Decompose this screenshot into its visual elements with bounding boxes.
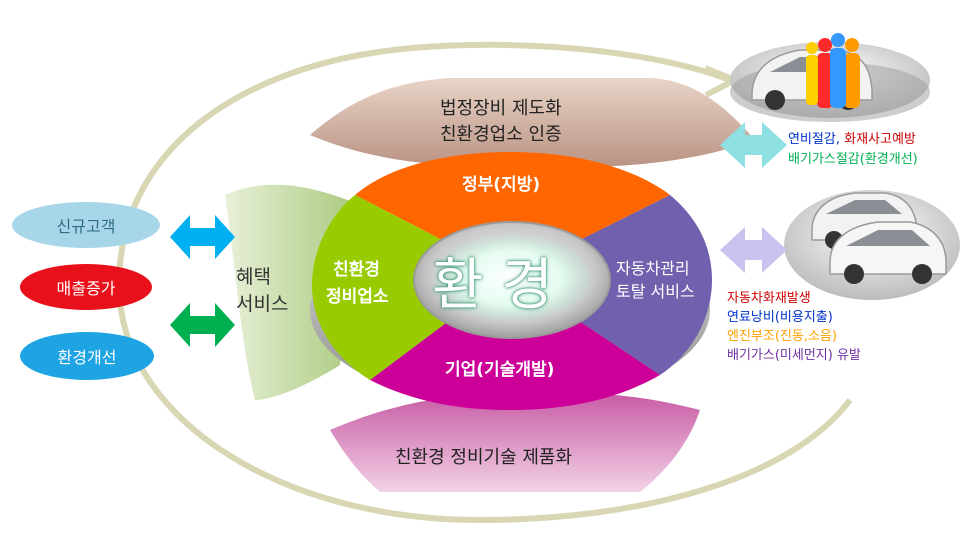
bottom-right-text-4: 배기가스(미세먼지) 유발 <box>727 348 861 363</box>
segment-mgmt-label-1: 자동차관리 <box>616 259 690 278</box>
segment-mgmt <box>510 195 712 375</box>
bottom-right-text-2: 연료낭비(비용지출) <box>727 310 833 325</box>
segment-gov <box>355 152 670 275</box>
central-pie <box>312 152 712 410</box>
top-right-arrow <box>720 122 787 168</box>
person-group-icon <box>806 33 860 108</box>
center-glow <box>430 233 594 323</box>
top-right-text-1: 연비절감, 화재사고예방 <box>788 128 916 147</box>
benefit-arrow-blue <box>170 215 235 259</box>
segment-gov-label: 정부(지방) <box>462 175 541 195</box>
pill-new-customers: 신규고객 <box>12 202 160 248</box>
top-label-line1: 법정장비 제도화 <box>440 98 562 119</box>
top-right-text-2: 배기가스절감(환경개선) <box>788 152 918 167</box>
segment-shop <box>312 195 510 380</box>
fuel-saving-text: 연비절감, <box>788 132 840 147</box>
top-fan-shape <box>310 78 755 168</box>
segment-shop-label-1: 친환경 <box>333 260 380 280</box>
top-label-line2: 친환경업소 인증 <box>440 124 562 145</box>
bottom-right-text-3: 엔진부조(진동,소음) <box>727 329 837 344</box>
bottom-right-arrow <box>720 227 787 273</box>
segment-corp <box>370 275 660 410</box>
segment-shop-label-2: 정비업소 <box>326 287 389 307</box>
fire-prevention-text: 화재사고예방 <box>844 132 916 147</box>
pill-sales-increase-label: 매출증가 <box>56 279 116 298</box>
bottom-fan-shape <box>330 392 700 492</box>
segment-corp-label: 기업(기술개발) <box>445 360 555 380</box>
outer-cycle-ellipse <box>116 41 853 524</box>
bottom-right-text-1: 자동차화재발생 <box>727 291 811 306</box>
benefit-label-2: 서비스 <box>236 293 289 315</box>
car-icon <box>829 221 947 284</box>
pill-new-customers-label: 신규고객 <box>56 217 116 236</box>
benefit-arrow-green <box>170 303 235 347</box>
pill-sales-increase: 매출증가 <box>20 264 152 310</box>
center-title: 환 경 <box>432 253 553 318</box>
bottom-label: 친환경 정비기술 제품화 <box>395 447 573 468</box>
segment-mgmt-label-2: 토탈 서비스 <box>616 282 695 301</box>
pill-env-improvement: 환경개선 <box>20 332 154 380</box>
pill-env-improvement-label: 환경개선 <box>57 348 117 367</box>
benefit-label-1: 혜택 <box>236 266 271 288</box>
